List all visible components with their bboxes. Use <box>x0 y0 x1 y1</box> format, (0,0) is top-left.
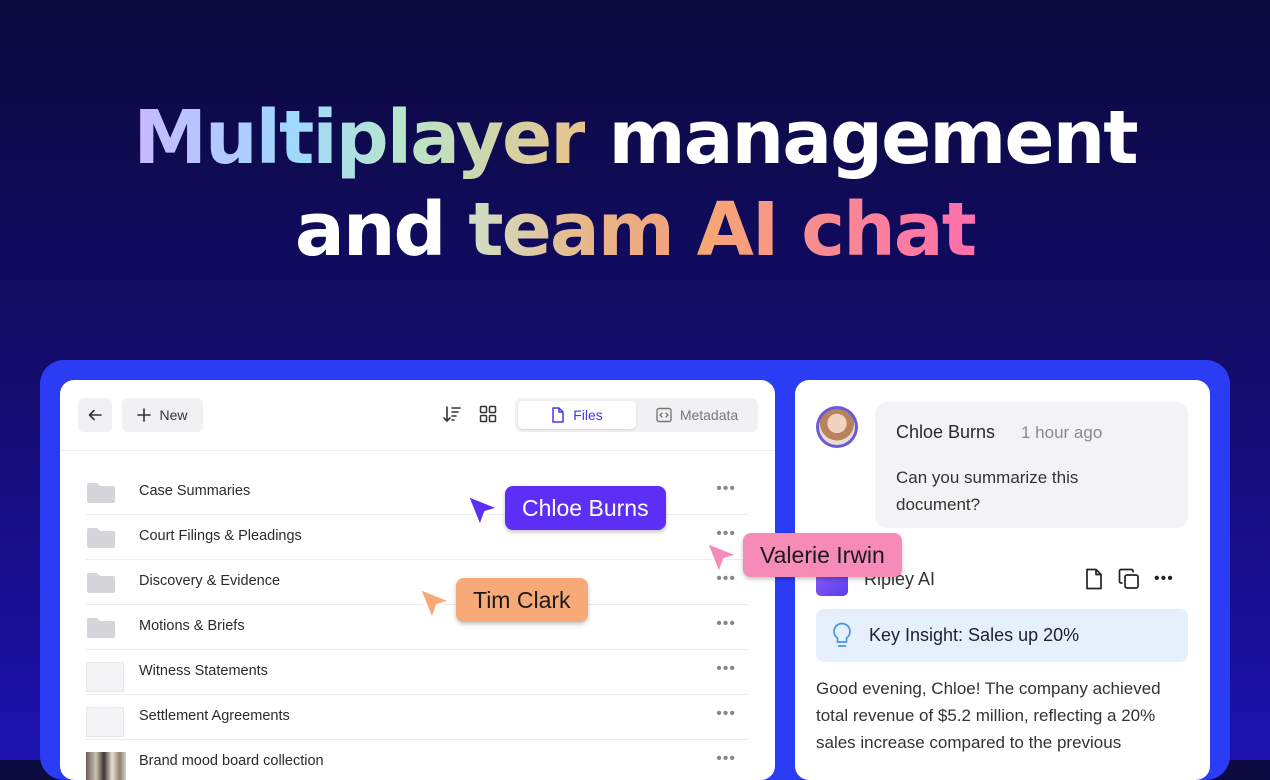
file-name: Witness Statements <box>139 663 268 679</box>
table-row[interactable]: Discovery & Evidence ••• <box>86 560 748 605</box>
table-row[interactable]: Motions & Briefs ••• <box>86 605 748 650</box>
more-options-icon[interactable]: ••• <box>716 525 736 542</box>
tab-files-label: Files <box>573 407 603 423</box>
file-name: Case Summaries <box>139 483 251 499</box>
message-text: Can you summarize this document? <box>896 468 1079 514</box>
more-options-icon[interactable]: ••• <box>716 615 736 632</box>
hero-word-team: team <box>468 187 675 273</box>
folder-icon <box>87 573 115 593</box>
document-thumbnail <box>86 662 124 692</box>
view-toggle: Files Metadata <box>515 398 758 432</box>
photo-thumbnail <box>86 752 126 780</box>
tab-metadata[interactable]: Metadata <box>639 401 755 429</box>
key-insight-callout: Key Insight: Sales up 20% <box>816 609 1188 662</box>
table-row[interactable]: Witness Statements ••• <box>86 650 748 695</box>
arrow-left-icon <box>88 409 102 421</box>
hero-headline: Multiplayer management and team AI chat <box>0 92 1270 276</box>
more-options-icon[interactable]: ••• <box>716 705 736 722</box>
table-row[interactable]: Settlement Agreements ••• <box>86 695 748 740</box>
message-author: Chloe Burns <box>896 422 996 442</box>
cursor-arrow-icon <box>419 588 451 620</box>
cursor-label-valerie: Valerie Irwin <box>743 533 902 577</box>
avatar-photo <box>819 409 855 445</box>
user-message: Chloe Burns 1 hour ago Can you summarize… <box>875 402 1188 528</box>
hero-word-ai-chat: AI chat <box>672 187 977 273</box>
sort-icon[interactable] <box>442 404 462 424</box>
hero-line-2: and team AI chat <box>0 184 1270 276</box>
code-icon <box>656 407 672 423</box>
file-name: Brand mood board collection <box>139 753 324 769</box>
new-button[interactable]: New <box>122 398 203 432</box>
cursor-label-tim: Tim Clark <box>456 578 588 622</box>
ai-response-text: Good evening, Chloe! The company achieve… <box>816 679 1161 752</box>
cursor-arrow-icon <box>467 495 499 527</box>
chat-panel: Chloe Burns 1 hour ago Can you summarize… <box>795 380 1210 780</box>
insight-text: Key Insight: Sales up 20% <box>869 625 1080 645</box>
grid-view-icon[interactable] <box>479 405 497 423</box>
tab-files[interactable]: Files <box>518 401 636 429</box>
lightbulb-icon <box>833 622 851 647</box>
file-name: Court Filings & Pleadings <box>139 528 302 544</box>
file-browser-panel: New Files Metadata Case Summaries <box>60 380 775 780</box>
folder-icon <box>87 483 115 503</box>
message-timestamp: 1 hour ago <box>1021 423 1103 442</box>
more-options-icon[interactable]: ••• <box>1154 570 1174 587</box>
file-toolbar: New Files Metadata <box>60 380 775 451</box>
hero-word-multiplayer: Multiplayer <box>133 95 586 181</box>
back-button[interactable] <box>78 398 112 432</box>
ai-message-actions: ••• <box>1084 568 1174 590</box>
table-row[interactable]: Brand mood board collection ••• <box>86 740 748 780</box>
document-icon[interactable] <box>1084 568 1104 590</box>
folder-icon <box>87 618 115 638</box>
folder-icon <box>87 528 115 548</box>
copy-icon[interactable] <box>1118 568 1140 590</box>
file-name: Settlement Agreements <box>139 708 290 724</box>
new-button-label: New <box>159 407 188 423</box>
document-thumbnail <box>86 707 124 737</box>
plus-icon <box>137 408 152 422</box>
avatar <box>816 406 858 448</box>
more-options-icon[interactable]: ••• <box>716 480 736 497</box>
tab-metadata-label: Metadata <box>679 407 739 423</box>
hero-word-management: management <box>584 95 1138 181</box>
more-options-icon[interactable]: ••• <box>716 570 736 587</box>
more-options-icon[interactable]: ••• <box>716 660 736 677</box>
table-row[interactable]: Case Summaries ••• <box>86 470 748 515</box>
cursor-label-chloe: Chloe Burns <box>505 486 666 530</box>
hero-word-and: and <box>294 187 469 273</box>
hero-line-1: Multiplayer management <box>0 92 1270 184</box>
cursor-arrow-icon <box>706 542 738 574</box>
more-options-icon[interactable]: ••• <box>716 750 736 767</box>
file-name: Motions & Briefs <box>139 618 245 634</box>
table-row[interactable]: Court Filings & Pleadings ••• <box>86 515 748 560</box>
file-icon <box>552 407 564 423</box>
file-name: Discovery & Evidence <box>139 573 281 589</box>
